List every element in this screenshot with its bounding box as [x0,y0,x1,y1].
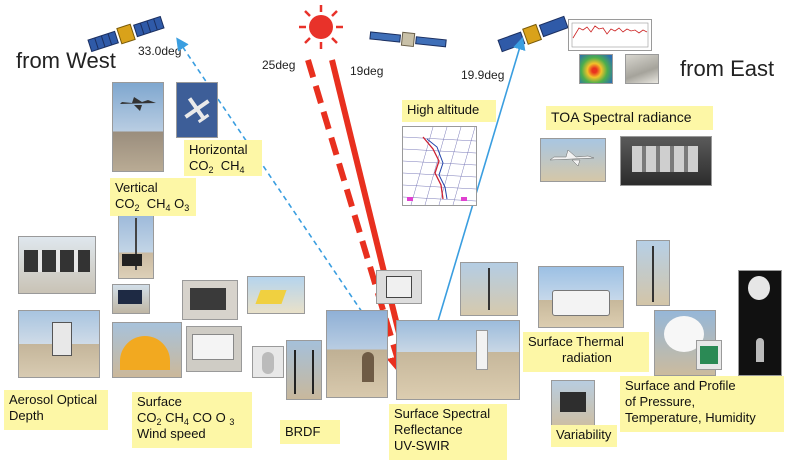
thermal-map-thumbnail [579,54,613,84]
sun-icon [299,5,343,49]
label-horizontal: Horizontal CO2 CH4 [184,140,262,176]
label-vertical: Vertical CO2 CH4 O3 [110,178,196,216]
high-altitude-chart [402,126,477,206]
small-plane-icon [184,97,210,124]
label-high-altitude: High altitude [402,100,496,122]
yellow-target [255,290,287,304]
brdf-instrument-photo [286,340,322,400]
station-panel [122,254,142,266]
target-panel-photo [247,276,305,314]
angle-right-sat: 19.9deg [461,68,505,82]
rv-vehicle [552,290,610,316]
lab-instrument [632,146,698,172]
spectrometer [386,276,412,298]
sunphotometer [52,322,72,356]
white-case [192,334,234,360]
station-pole [135,218,137,270]
label-surface-gases: Surface CO2 CH4 CO O 3 Wind speed [132,392,252,448]
solar-panel [118,290,142,304]
yellow-tent [120,336,170,370]
angle-red-solid: 19deg [350,64,384,78]
angle-left-sat: 33.0deg [138,44,182,58]
tripod [294,350,314,394]
night-figure [756,338,764,362]
field-operator-photo [326,310,388,398]
toa-plane-icon [549,149,595,167]
mast [488,268,490,310]
heading-east: from East [680,56,775,81]
operator-figure [362,352,374,382]
satellite-icon [369,31,447,48]
desert-image-thumbnail [625,54,659,84]
heading-west: from West [16,48,116,73]
angle-red-dashed: 25deg [262,58,296,72]
jet-aircraft-photo [112,82,164,172]
night-balloon [748,276,770,300]
reflectance-field-photo [396,320,520,400]
label-brdf: BRDF [280,420,340,444]
variability-device [560,392,586,412]
instrument-case [190,288,226,310]
field-person [476,330,488,370]
label-toa-spectral-radiance: TOA Spectral radiance [546,106,713,130]
label-variability: Variability [551,425,617,447]
jet-aircraft-icon [120,97,156,111]
weather-mast [652,246,654,302]
instrument-boxes [24,250,90,272]
satellite-icon [87,15,165,53]
spectrum-thumbnail [568,19,652,51]
green-device [700,346,718,364]
anemometer [262,352,274,374]
